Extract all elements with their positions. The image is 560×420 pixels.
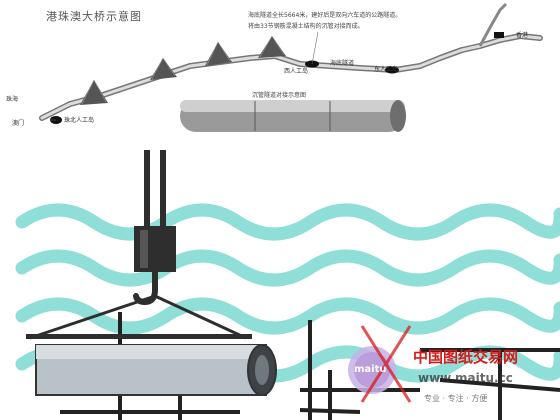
tube-segment: [35, 344, 277, 396]
tower-3: [205, 42, 232, 66]
watermark-site-name: 中国图纸交易网: [413, 348, 519, 366]
tower-4: [258, 36, 286, 58]
tower-1: [80, 80, 108, 105]
watermark-url: www.maitu.cc: [418, 371, 513, 385]
wave-3: [15, 297, 560, 335]
label-zhubei-island: 珠北人工岛: [64, 117, 95, 124]
sinking-illustration: [15, 150, 560, 420]
crane-cables: [144, 150, 166, 230]
tunnel-note-line-2: 将由33节钢筋混凝土结构的沉管对接而成。: [248, 23, 364, 30]
label-east-island: 东人工岛: [374, 66, 399, 73]
label-zhuhai: 珠海: [6, 96, 19, 103]
maitu-logo-icon: [348, 346, 396, 394]
east-island: [385, 66, 399, 74]
tower-2: [150, 58, 177, 80]
label-aomen: 澳门: [12, 120, 25, 127]
hongkong-branch: [478, 2, 508, 47]
tube-caption: 沉管隧道对接示意图: [252, 92, 307, 99]
tunnel-note-line-1: 海底隧道全长5664米，建好后是双向六车道的公路隧道。: [248, 12, 402, 19]
sunken-tube: [180, 100, 406, 132]
hongkong-port: [494, 32, 504, 38]
slings: [29, 294, 247, 340]
logo-text: maitu: [354, 364, 387, 375]
wave-1: [15, 203, 560, 241]
wave-2: [15, 249, 560, 287]
watermark-cross-icon: [360, 325, 412, 403]
label-west-island: 西人工岛: [284, 68, 309, 75]
label-tunnel: 海底隧道: [330, 60, 355, 67]
spreader-bar: [26, 334, 252, 339]
hook-icon: [133, 269, 158, 306]
diagram-title: 港珠澳大桥示意图: [46, 10, 142, 23]
label-hongkong: 香港: [516, 32, 529, 39]
watermark-slogan: 专业 · 专注 · 方便: [424, 394, 488, 403]
bridge-map: [39, 2, 543, 132]
bridge-towers: [80, 36, 286, 105]
